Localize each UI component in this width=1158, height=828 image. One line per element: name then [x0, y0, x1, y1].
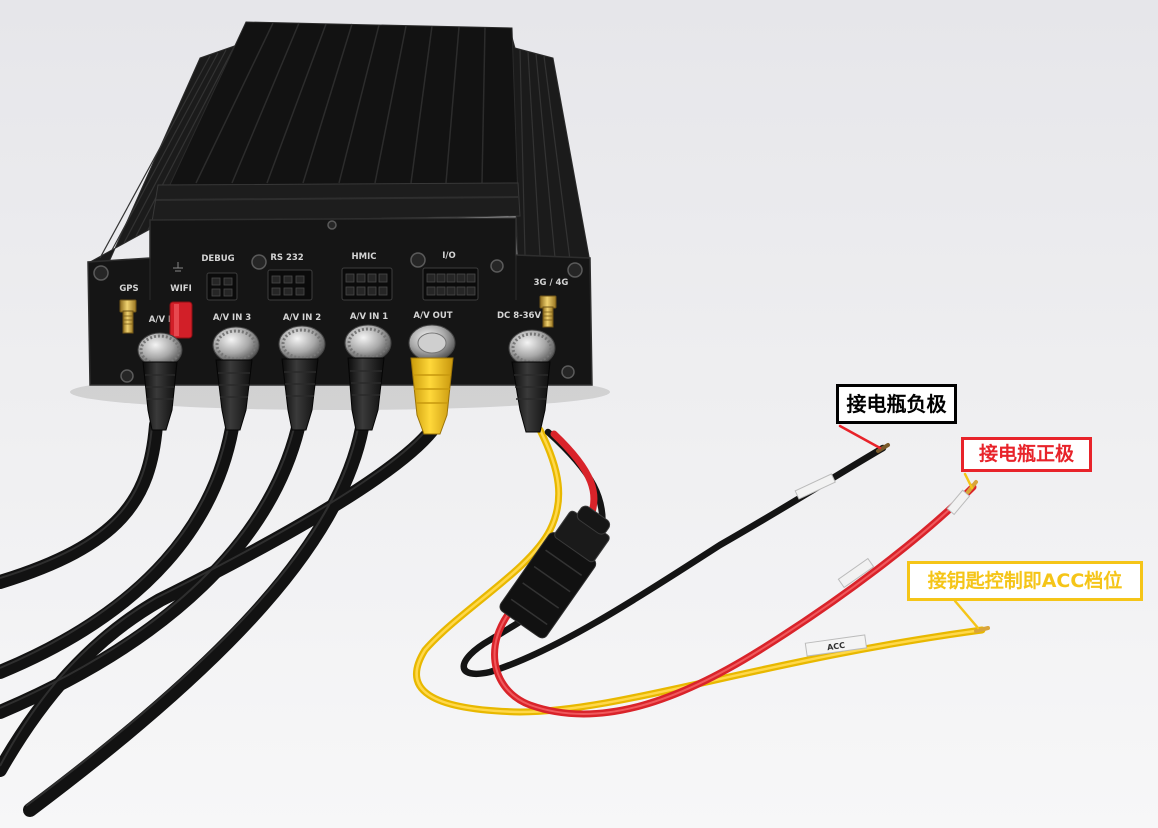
top-cover [159, 21, 519, 207]
screw [327, 220, 337, 230]
dvr-body [87, 21, 593, 386]
cellular-label: 3G / 4G [534, 278, 569, 288]
av-in-2-connector [278, 325, 326, 431]
top-groove [151, 182, 521, 223]
callout-acc-ignition-text: 接钥匙控制即ACC档位 [927, 569, 1123, 592]
negative-wire [460, 428, 887, 677]
video-cables [0, 418, 439, 817]
acc-wire-tag: ACC [804, 634, 868, 657]
av-in-1-label: A/V IN 1 [350, 312, 388, 322]
negative-sleeve [794, 473, 836, 500]
screw [567, 262, 583, 278]
gps-label: GPS [119, 284, 138, 294]
debug-connector [206, 272, 238, 301]
screw [251, 254, 267, 270]
cable-av-out [0, 423, 439, 777]
screw [410, 252, 426, 268]
hmic-label: HMIC [352, 252, 377, 262]
negative-leader [838, 424, 882, 450]
callout-battery-positive: 接电瓶正极 [961, 437, 1092, 472]
acc-leader [953, 599, 980, 630]
av-in-3-label: A/V IN 3 [213, 313, 251, 323]
port-labels: DEBUG RS 232 HMIC I/O GPS WIFI A/V I A/V… [119, 251, 568, 325]
ground-icon [173, 262, 183, 272]
dc-power-connector [508, 329, 556, 433]
av-in-left-connector [137, 332, 183, 431]
positive-leader [963, 472, 974, 490]
screw [490, 259, 504, 273]
callout-battery-negative: 接电瓶负极 [836, 384, 957, 424]
wire-sleeves: ACC [794, 473, 971, 657]
av-in-2-label: A/V IN 2 [283, 313, 321, 323]
av-in-left-label: A/V I [149, 315, 171, 325]
rs232-label: RS 232 [270, 253, 303, 263]
cable-av-in-left [0, 418, 163, 589]
cellular-sma-connector [539, 295, 557, 328]
av-out-rca-connector [408, 324, 456, 435]
power-harness [413, 426, 986, 718]
positive-sleeve-tip [946, 489, 971, 516]
callout-leaders [838, 424, 980, 630]
acc-tag-text: ACC [827, 641, 846, 652]
av-out-label: A/V OUT [413, 311, 452, 321]
screw [120, 369, 134, 383]
av-in-1-connector [344, 324, 392, 431]
positive-sleeve [837, 557, 875, 589]
wifi-antenna-cap [169, 301, 193, 339]
screw [93, 265, 109, 281]
gps-sma-connector [119, 299, 137, 334]
screw [561, 365, 575, 379]
inline-fuse-holder [499, 505, 611, 639]
cable-av-in-1 [23, 421, 369, 817]
cable-av-in-3 [0, 421, 239, 679]
callout-battery-positive-text: 接电瓶正极 [978, 443, 1074, 465]
wire-tips [876, 443, 990, 633]
io-connector [422, 267, 479, 301]
callout-acc-ignition: 接钥匙控制即ACC档位 [907, 561, 1143, 601]
panel-screws [93, 220, 583, 383]
callout-battery-negative-text: 接电瓶负极 [846, 392, 947, 416]
hmic-connector [341, 267, 393, 301]
wifi-label: WIFI [170, 284, 192, 294]
debug-label: DEBUG [201, 254, 234, 264]
io-label: I/O [442, 251, 456, 261]
rs232-connector [267, 269, 313, 301]
dc-label: DC 8-36V [497, 311, 542, 321]
av-in-3-connector [212, 326, 260, 431]
